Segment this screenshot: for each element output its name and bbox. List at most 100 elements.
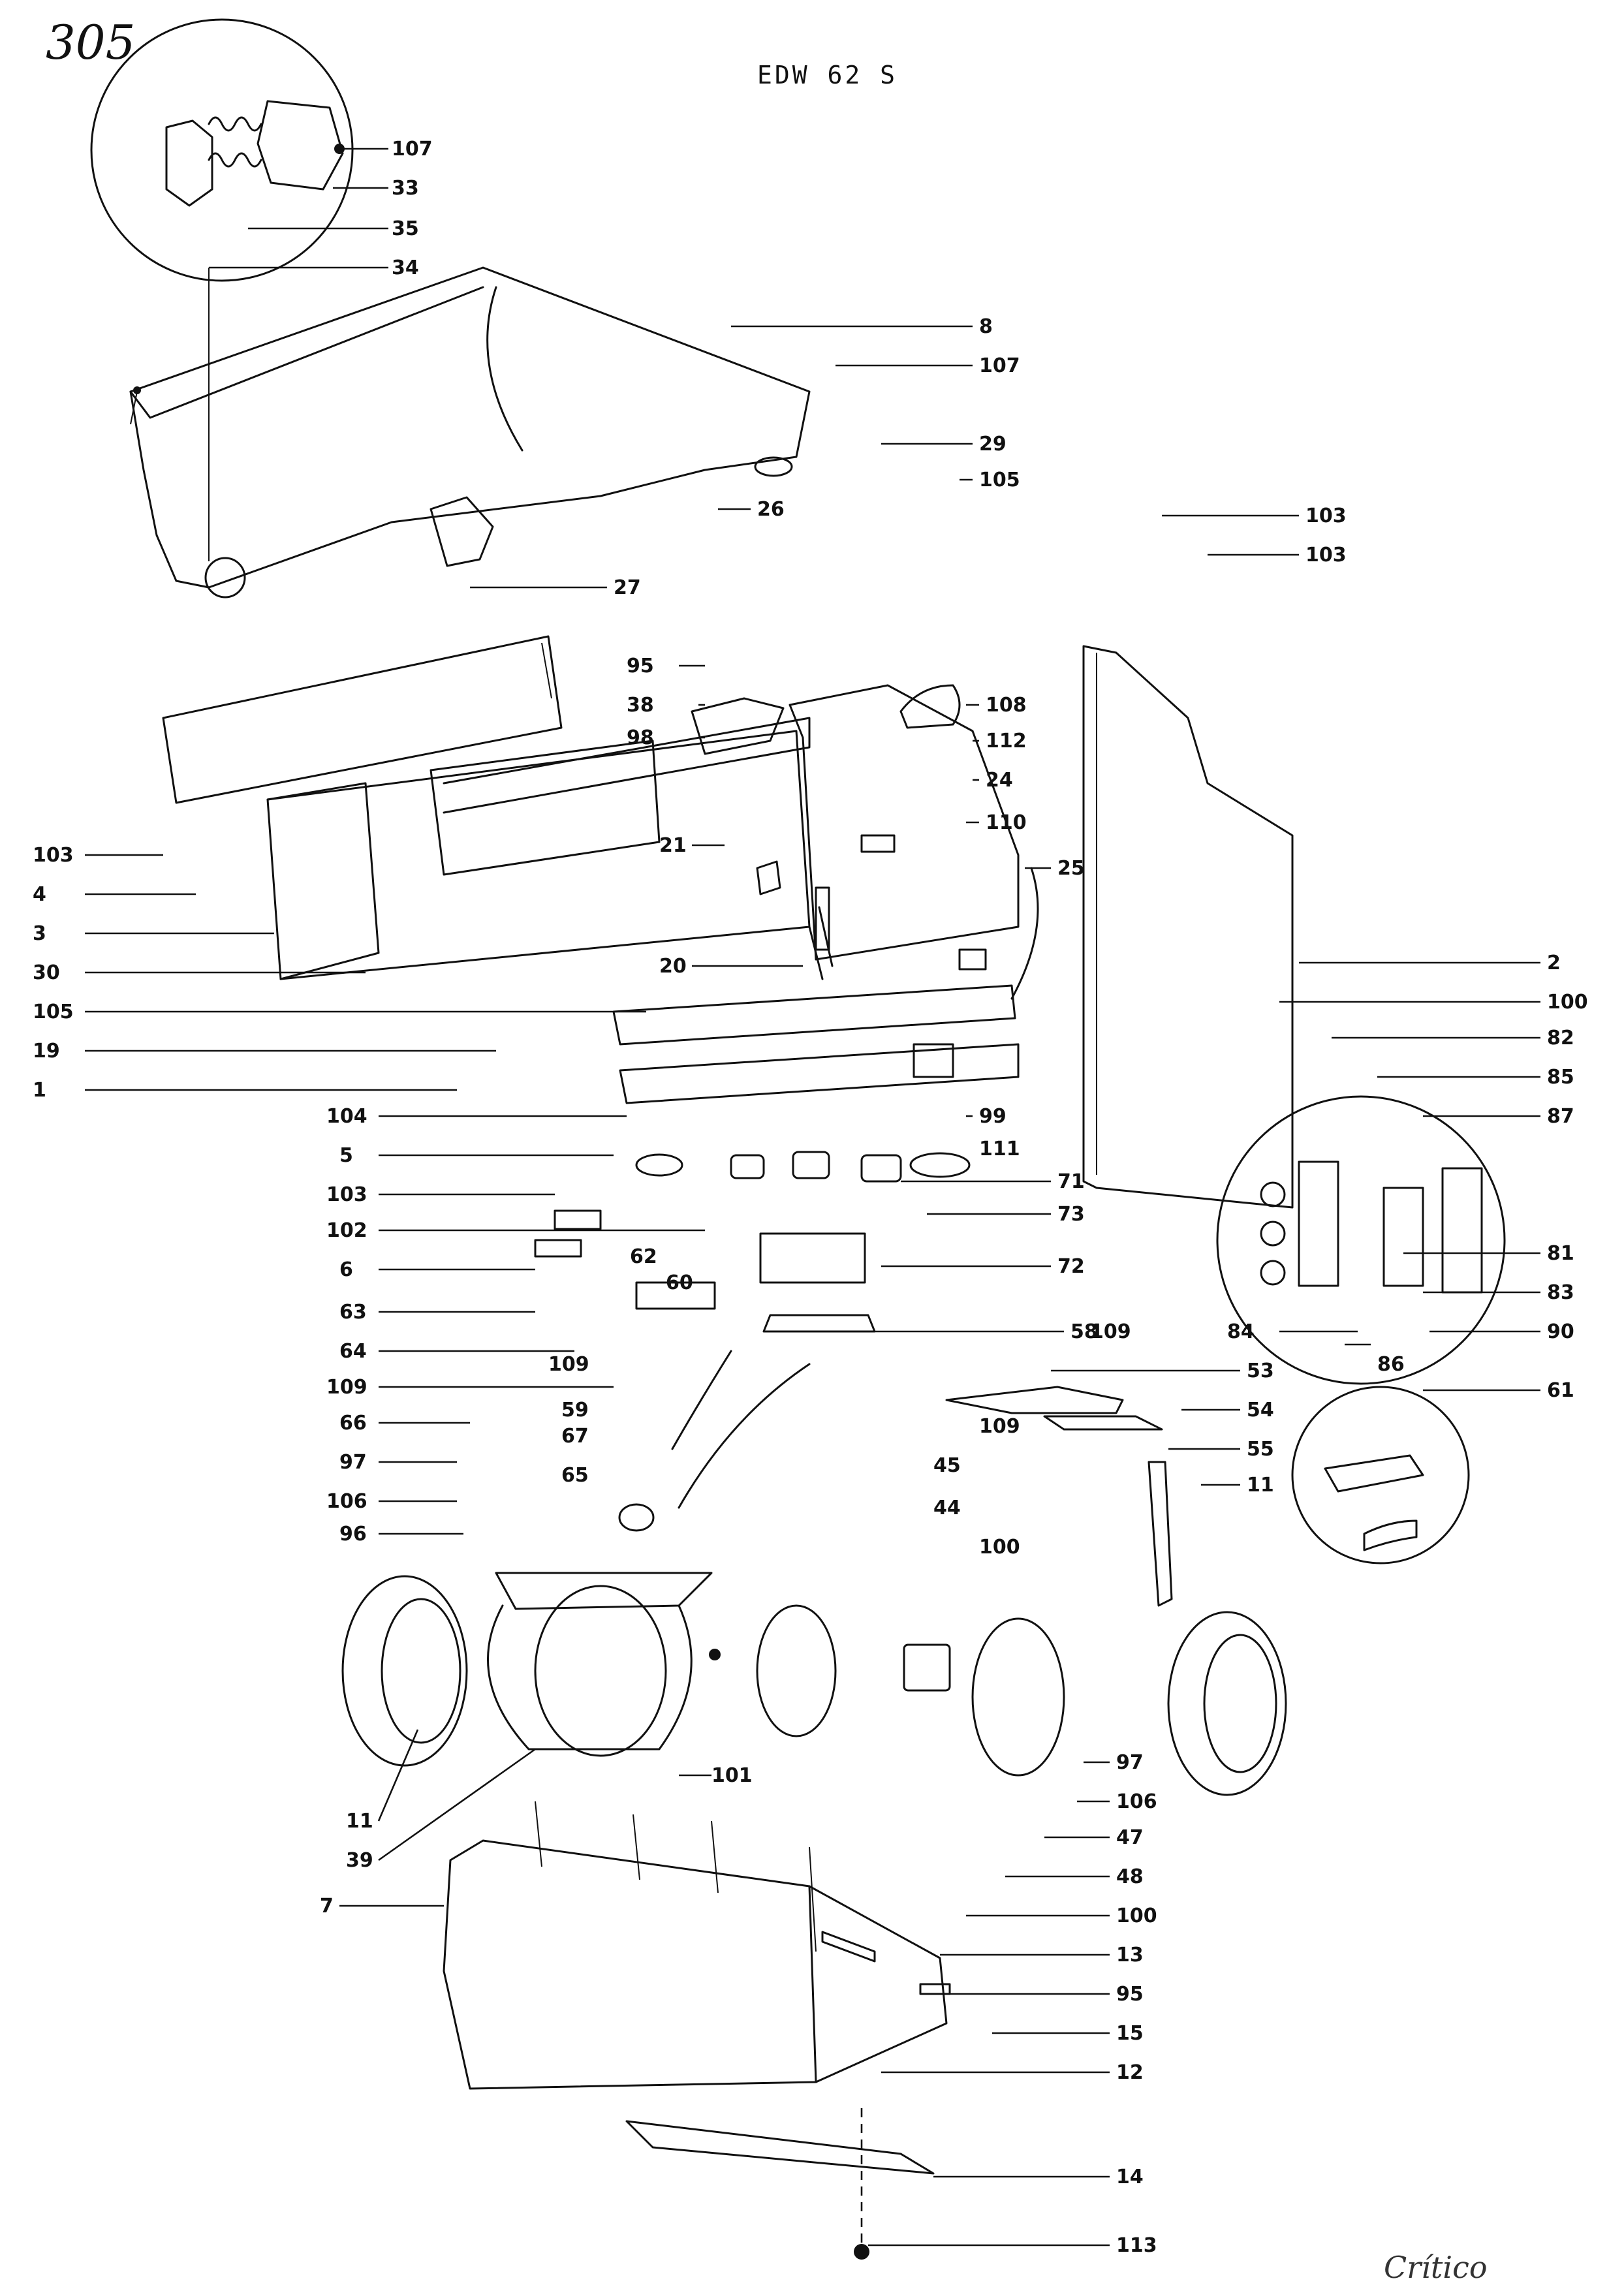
label-60: 60 <box>666 1271 693 1294</box>
label-6: 6 <box>339 1258 353 1281</box>
label-109a: 109 <box>326 1376 367 1399</box>
main-chassis <box>266 684 1039 1000</box>
corner-handwritten-note: 305 <box>46 15 135 70</box>
small-electrical-parts <box>534 1151 971 1333</box>
label-108: 108 <box>986 694 1027 717</box>
label-104: 104 <box>326 1105 367 1128</box>
label-34: 34 <box>392 257 419 279</box>
label-103d: 103 <box>326 1183 367 1206</box>
label-67: 67 <box>561 1425 589 1448</box>
label-100a: 100 <box>1547 991 1588 1014</box>
label-106a: 106 <box>326 1490 367 1513</box>
label-58: 58 <box>1070 1320 1098 1343</box>
label-26: 26 <box>757 498 785 521</box>
label-90: 90 <box>1547 1320 1574 1343</box>
label-3: 3 <box>33 922 46 945</box>
label-61: 61 <box>1547 1379 1574 1402</box>
label-103b: 103 <box>1305 544 1347 567</box>
label-64: 64 <box>339 1340 367 1363</box>
label-95b: 95 <box>1116 1983 1144 2006</box>
label-73: 73 <box>1057 1203 1085 1226</box>
label-19: 19 <box>33 1040 60 1063</box>
label-109c: 109 <box>1090 1320 1131 1343</box>
label-101: 101 <box>711 1764 753 1787</box>
label-27: 27 <box>614 576 641 599</box>
label-106b: 106 <box>1116 1790 1157 1813</box>
label-82: 82 <box>1547 1027 1574 1050</box>
label-109b: 109 <box>548 1353 589 1376</box>
detail-circle-switches <box>1216 1095 1506 1385</box>
label-13: 13 <box>1116 1944 1144 1967</box>
label-109d: 109 <box>979 1415 1020 1438</box>
label-48: 48 <box>1116 1865 1144 1888</box>
label-15: 15 <box>1116 2022 1144 2045</box>
label-98: 98 <box>627 726 654 749</box>
label-8: 8 <box>979 315 993 338</box>
label-54: 54 <box>1247 1399 1274 1422</box>
side-panel <box>1082 645 1294 1209</box>
label-25: 25 <box>1057 857 1085 880</box>
label-99: 99 <box>979 1105 1007 1128</box>
label-21: 21 <box>659 834 687 857</box>
label-100b: 100 <box>979 1536 1020 1559</box>
label-83: 83 <box>1547 1281 1574 1304</box>
label-12: 12 <box>1116 2061 1144 2084</box>
label-55: 55 <box>1247 1438 1274 1461</box>
label-105a: 105 <box>979 469 1020 491</box>
label-72: 72 <box>1057 1255 1085 1278</box>
leader-lines <box>85 148 1540 2247</box>
label-24: 24 <box>986 769 1013 792</box>
label-45: 45 <box>933 1454 961 1477</box>
label-112: 112 <box>986 730 1027 753</box>
label-29: 29 <box>979 433 1007 456</box>
label-71: 71 <box>1057 1170 1085 1193</box>
diagram-title: EDW 62 S <box>757 61 898 89</box>
label-110: 110 <box>986 811 1027 834</box>
label-30: 30 <box>33 961 60 984</box>
label-97b: 97 <box>1116 1751 1144 1774</box>
label-38: 38 <box>627 694 654 717</box>
label-4: 4 <box>33 883 46 906</box>
label-113: 113 <box>1116 2234 1157 2257</box>
label-65: 65 <box>561 1464 589 1487</box>
signature-scribble: Crítico <box>1384 2250 1488 2285</box>
detail-circle-61 <box>1291 1386 1470 1564</box>
label-85: 85 <box>1547 1066 1574 1089</box>
detail-circle-latch <box>90 18 354 599</box>
label-103a: 103 <box>1305 505 1347 527</box>
part-labels: 107 33 35 34 8 107 29 26 105 103 103 27 … <box>33 138 1588 2257</box>
label-5: 5 <box>339 1144 353 1167</box>
label-59: 59 <box>561 1399 589 1422</box>
label-11a: 11 <box>1247 1474 1274 1497</box>
brackets <box>945 1386 1173 1607</box>
label-39: 39 <box>346 1849 373 1872</box>
label-100c: 100 <box>1116 1905 1157 1927</box>
power-cables <box>618 1350 811 1532</box>
label-81: 81 <box>1547 1242 1574 1265</box>
label-107b: 107 <box>979 354 1020 377</box>
label-102: 102 <box>326 1219 367 1242</box>
label-87: 87 <box>1547 1105 1574 1128</box>
label-107a: 107 <box>392 138 433 161</box>
label-84: 84 <box>1227 1320 1255 1343</box>
label-20: 20 <box>659 955 687 978</box>
bottom-housing <box>443 1801 951 2260</box>
label-44: 44 <box>933 1497 961 1519</box>
deflector-29 <box>899 684 961 729</box>
label-11b: 11 <box>346 1810 373 1833</box>
label-35: 35 <box>392 217 419 240</box>
label-97a: 97 <box>339 1451 367 1474</box>
label-66: 66 <box>339 1412 367 1435</box>
label-62: 62 <box>630 1245 657 1268</box>
label-103c: 103 <box>33 844 74 867</box>
label-86: 86 <box>1377 1353 1405 1376</box>
hood-canopy <box>129 266 811 589</box>
label-96: 96 <box>339 1523 367 1546</box>
label-2: 2 <box>1547 952 1561 974</box>
label-14: 14 <box>1116 2166 1144 2188</box>
label-111: 111 <box>979 1138 1020 1160</box>
lamp-rail <box>612 984 1020 1104</box>
label-95a: 95 <box>627 655 654 677</box>
label-105b: 105 <box>33 1001 74 1023</box>
